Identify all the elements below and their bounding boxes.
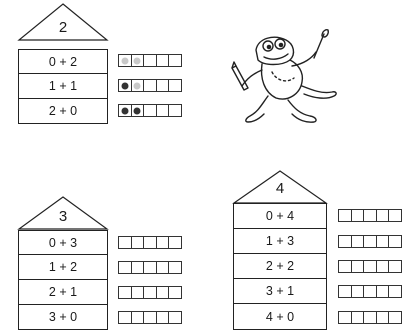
dot-cell bbox=[364, 210, 377, 221]
dot-strip bbox=[118, 79, 182, 92]
dot-cell bbox=[169, 55, 181, 66]
house-4-row-5: 4 + 0 bbox=[233, 304, 327, 330]
dot-strip bbox=[338, 285, 402, 298]
dot-cell bbox=[169, 287, 181, 298]
dot-cell bbox=[119, 55, 132, 66]
house-3: 3 0 + 3 1 + 2 2 + 1 3 + 0 bbox=[18, 196, 108, 332]
dot-cell bbox=[377, 286, 390, 297]
house-4-row-3: 2 + 2 bbox=[233, 254, 327, 279]
dot-cell bbox=[389, 286, 401, 297]
dot-cell bbox=[389, 210, 401, 221]
dot-cell bbox=[377, 236, 390, 247]
dot-cell bbox=[119, 237, 132, 248]
dot-cell bbox=[352, 261, 365, 272]
house-3-row-2: 1 + 2 bbox=[18, 255, 108, 280]
dot-cell bbox=[157, 105, 170, 116]
house-3-row-1: 0 + 3 bbox=[18, 230, 108, 255]
filled-dot bbox=[134, 107, 141, 114]
dot-cell bbox=[144, 80, 157, 91]
frog-with-pencil-and-brush-icon bbox=[228, 28, 340, 126]
house-3-row-3: 2 + 1 bbox=[18, 280, 108, 305]
dot-cell bbox=[144, 287, 157, 298]
dot-cell bbox=[169, 262, 181, 273]
dot-cell bbox=[389, 312, 401, 323]
dot-cell bbox=[364, 236, 377, 247]
dot-cell bbox=[157, 80, 170, 91]
hollow-dot bbox=[121, 57, 128, 64]
dot-cell bbox=[132, 55, 145, 66]
dot-cell bbox=[364, 312, 377, 323]
dot-strip bbox=[338, 235, 402, 248]
dot-cell bbox=[377, 312, 390, 323]
dot-cell bbox=[157, 237, 170, 248]
dot-cell bbox=[339, 210, 352, 221]
dot-cell bbox=[132, 312, 145, 323]
dot-cell bbox=[389, 261, 401, 272]
dot-cell bbox=[169, 312, 181, 323]
dot-cell bbox=[144, 312, 157, 323]
dot-cell bbox=[352, 312, 365, 323]
dot-strip bbox=[338, 311, 402, 324]
house-2-number: 2 bbox=[18, 19, 108, 37]
dot-strip bbox=[118, 311, 182, 324]
dot-cell bbox=[119, 80, 132, 91]
dot-cell bbox=[132, 105, 145, 116]
dot-cell bbox=[352, 210, 365, 221]
dot-cell bbox=[144, 55, 157, 66]
dot-cell bbox=[339, 261, 352, 272]
dot-cell bbox=[132, 262, 145, 273]
dot-cell bbox=[377, 261, 390, 272]
house-4-row-1: 0 + 4 bbox=[233, 203, 327, 229]
dot-cell bbox=[169, 105, 181, 116]
dot-cell bbox=[157, 287, 170, 298]
house-4-number: 4 bbox=[233, 180, 327, 198]
house-2-row-2: 1 + 1 bbox=[18, 74, 108, 99]
dot-cell bbox=[364, 286, 377, 297]
dot-cell bbox=[169, 237, 181, 248]
dot-cell bbox=[339, 286, 352, 297]
dot-strip bbox=[118, 236, 182, 249]
filled-dot bbox=[121, 82, 128, 89]
hollow-dot bbox=[134, 57, 141, 64]
dot-strip bbox=[118, 286, 182, 299]
filled-dot bbox=[121, 107, 128, 114]
dot-cell bbox=[389, 236, 401, 247]
dot-cell bbox=[132, 237, 145, 248]
house-3-row-4: 3 + 0 bbox=[18, 305, 108, 330]
dot-strip bbox=[338, 260, 402, 273]
dot-cell bbox=[144, 262, 157, 273]
house-3-number: 3 bbox=[18, 208, 108, 226]
house-2: 2 0 + 2 1 + 1 2 + 0 bbox=[18, 3, 108, 125]
dot-cell bbox=[339, 236, 352, 247]
dot-cell bbox=[377, 210, 390, 221]
dot-cell bbox=[119, 262, 132, 273]
house-4-row-2: 1 + 3 bbox=[233, 229, 327, 254]
dot-cell bbox=[144, 105, 157, 116]
house-2-row-1: 0 + 2 bbox=[18, 49, 108, 74]
dot-cell bbox=[132, 287, 145, 298]
dot-cell bbox=[157, 262, 170, 273]
dot-cell bbox=[157, 55, 170, 66]
dot-cell bbox=[352, 236, 365, 247]
dot-strip bbox=[118, 261, 182, 274]
dot-strip bbox=[338, 209, 402, 222]
house-4: 4 0 + 4 1 + 3 2 + 2 3 + 1 4 + 0 bbox=[233, 170, 327, 332]
dot-cell bbox=[144, 237, 157, 248]
dot-cell bbox=[364, 261, 377, 272]
dot-strip bbox=[118, 54, 182, 67]
dot-cell bbox=[157, 312, 170, 323]
dot-cell bbox=[169, 80, 181, 91]
dot-strip bbox=[118, 104, 182, 117]
dot-cell bbox=[339, 312, 352, 323]
dot-cell bbox=[119, 312, 132, 323]
dot-cell bbox=[119, 105, 132, 116]
dot-cell bbox=[119, 287, 132, 298]
hollow-dot bbox=[134, 82, 141, 89]
house-2-row-3: 2 + 0 bbox=[18, 99, 108, 124]
house-4-row-4: 3 + 1 bbox=[233, 279, 327, 304]
dot-cell bbox=[132, 80, 145, 91]
dot-cell bbox=[352, 286, 365, 297]
